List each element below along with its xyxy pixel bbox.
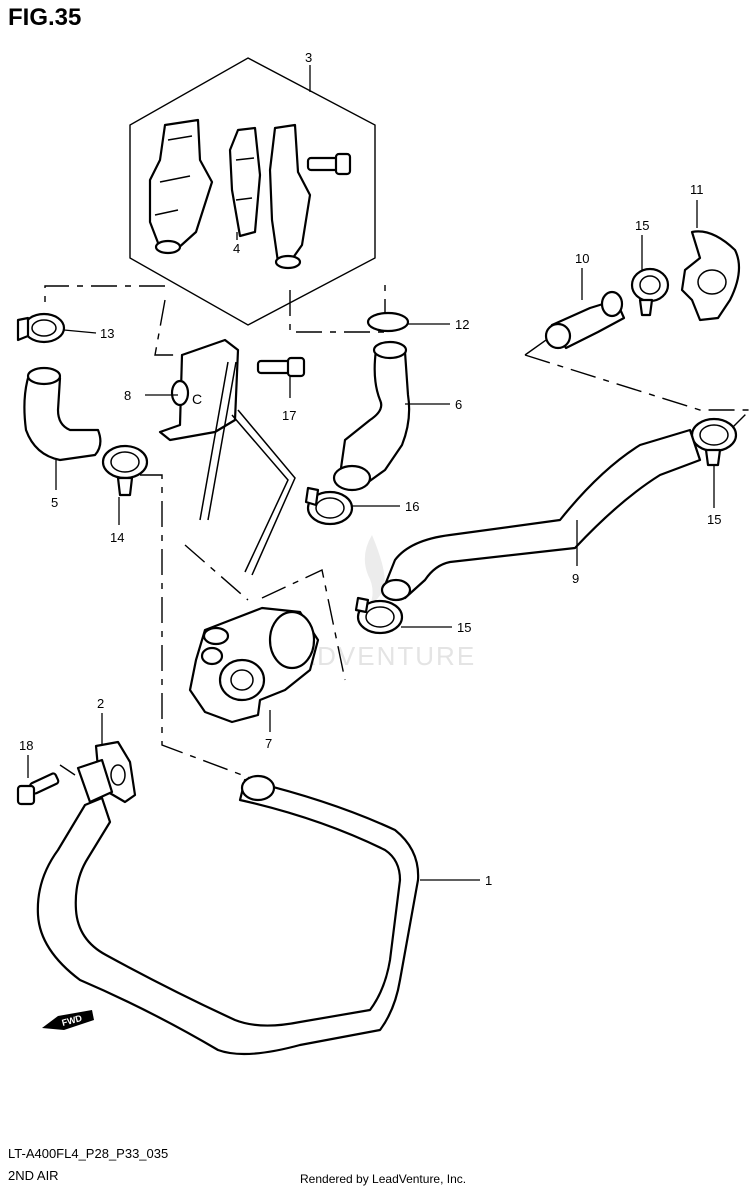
callout-12: 12 (455, 317, 469, 332)
callout-13: 13 (100, 326, 114, 341)
part-3-valve-body (148, 118, 214, 255)
part-9-hose (380, 428, 702, 602)
callout-5: 5 (51, 495, 58, 510)
part-3-cover (268, 123, 312, 270)
part-6-hose (332, 340, 411, 492)
callout-4: 4 (233, 241, 240, 256)
diagram-code: LT-A400FL4_P28_P33_035 (8, 1146, 169, 1161)
callout-6: 6 (455, 397, 462, 412)
part-4-reed-valve (228, 126, 262, 238)
part-18-bolt (16, 772, 60, 806)
part-1-pipe (36, 758, 420, 1056)
callout-1: 1 (485, 873, 492, 888)
callout-18: 18 (19, 738, 33, 753)
callout-8: 8 (124, 388, 131, 403)
part-15-clamp-right (690, 417, 738, 467)
part-15-clamp-bottom (354, 596, 404, 635)
section-name: 2ND AIR (8, 1168, 59, 1183)
part-10-pipe (544, 290, 626, 350)
callout-9: 9 (572, 571, 579, 586)
callout-11: 11 (690, 182, 704, 197)
assembly-3-outline (129, 57, 376, 326)
callout-15-bottom: 15 (457, 620, 471, 635)
svg-text:C: C (192, 391, 202, 407)
fwd-direction-badge: FWD (42, 1010, 94, 1030)
part-11-bracket (680, 230, 741, 322)
render-credit: Rendered by LeadVenture, Inc. (300, 1172, 467, 1186)
part-3-bolt (306, 152, 352, 176)
part-16-clamp (304, 486, 354, 526)
callout-15-right: 15 (707, 512, 721, 527)
callout-15-top: 15 (635, 218, 649, 233)
callout-17: 17 (282, 408, 296, 423)
part-13-clamp (16, 312, 66, 344)
callout-3: 3 (305, 50, 312, 65)
callout-10: 10 (575, 251, 589, 266)
part-17-bolt (256, 356, 306, 378)
callout-16: 16 (405, 499, 419, 514)
part-7-air-valve (188, 606, 320, 724)
callout-2: 2 (97, 696, 104, 711)
part-14-clamp (101, 444, 149, 497)
callout-leader-lines (27, 65, 715, 881)
callout-14: 14 (110, 530, 124, 545)
callout-labels: 3 4 13 10 15 11 12 8 17 6 5 14 16 15 9 1… (19, 50, 721, 888)
part-15-clamp-top (630, 267, 670, 317)
part-12-oring (366, 311, 410, 333)
part-8-pipes (199, 361, 296, 576)
part-5-elbow-hose (23, 366, 102, 462)
figure-title: FIG.35 (8, 4, 82, 31)
callout-7: 7 (265, 736, 272, 751)
